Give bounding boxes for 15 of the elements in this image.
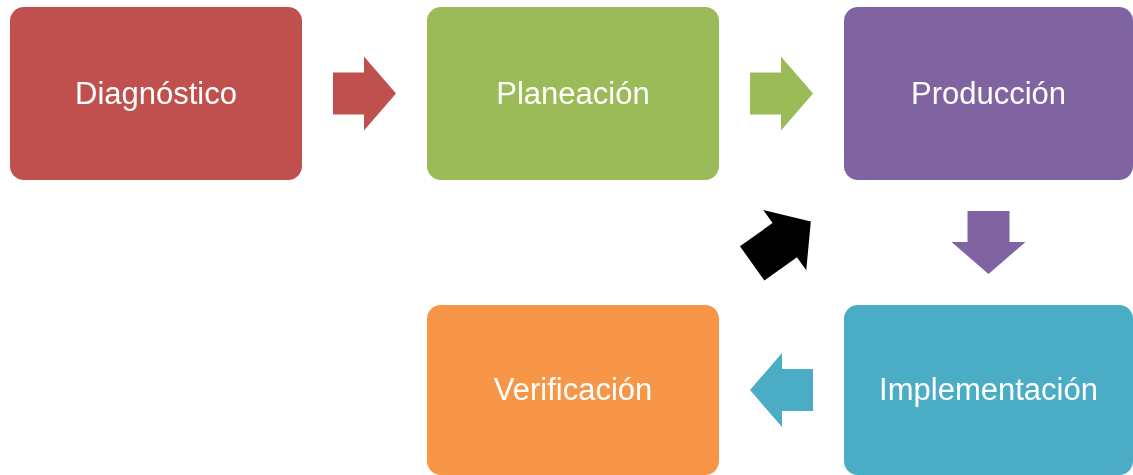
- step-label: Planeación: [496, 75, 650, 112]
- process-box: [844, 7, 1133, 180]
- block-arrow: [750, 353, 813, 427]
- process-box: [10, 7, 302, 180]
- step-label: Verificación: [493, 372, 653, 408]
- block-arrow: [333, 56, 396, 131]
- process-box: [427, 7, 719, 180]
- process-box: [844, 305, 1133, 475]
- block-arrow: [951, 211, 1026, 274]
- step-label: Diagnóstico: [75, 75, 237, 112]
- block-arrow: [750, 56, 813, 131]
- block-arrow: [740, 210, 811, 281]
- process-box: [427, 305, 719, 475]
- step-label: Implementación: [879, 372, 1098, 408]
- step-label: Producción: [910, 75, 1067, 112]
